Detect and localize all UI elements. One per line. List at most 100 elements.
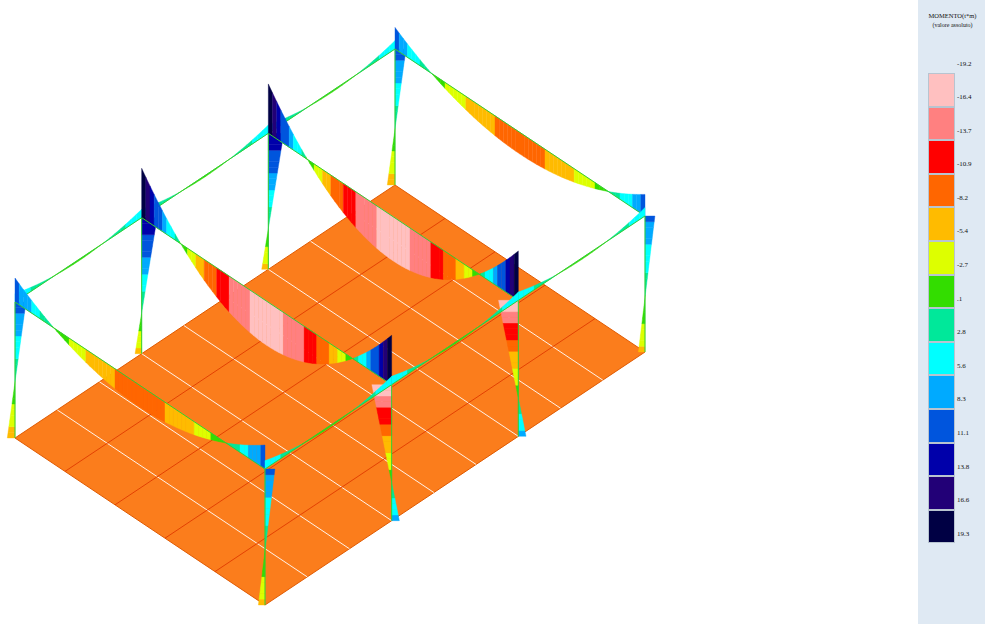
moment-strip (645, 222, 654, 228)
moment-strip (111, 366, 115, 389)
moment-strip (392, 498, 396, 504)
moment-strip (142, 246, 153, 252)
moment-strip (339, 181, 343, 213)
moment-strip (264, 247, 268, 253)
moment-strip (265, 520, 269, 526)
moment-strip (392, 509, 399, 515)
moment-strip (395, 55, 405, 61)
moment-strip (508, 124, 512, 148)
legend-swatch (928, 107, 955, 141)
moment-strip (15, 325, 23, 331)
legend-swatch (928, 375, 955, 409)
moment-strip (383, 339, 387, 382)
moment-strip (265, 486, 273, 492)
moment-strip (268, 179, 276, 185)
moment-strip (154, 194, 158, 228)
column-moment (638, 216, 655, 352)
mesh-line (226, 297, 476, 464)
legend-swatch (928, 275, 955, 309)
moment-strip (261, 577, 265, 583)
moment-strip (313, 332, 317, 364)
moment-strip (121, 224, 126, 232)
moment-strip (275, 307, 279, 353)
member-axis (265, 469, 266, 605)
member-axis (518, 216, 645, 300)
mesh-line (184, 326, 434, 493)
moment-strip (11, 404, 15, 410)
moment-strip (549, 152, 553, 173)
moment-strip (260, 588, 265, 594)
transverse-beam-moment (395, 27, 645, 216)
moment-strip (144, 388, 148, 412)
moment-strip (395, 72, 403, 78)
scale-value: -19.2 (957, 60, 983, 68)
moment-strip (448, 253, 452, 280)
moment-strip (418, 234, 422, 276)
moment-strip (289, 126, 293, 150)
moment-strip (217, 268, 221, 302)
moment-strip (493, 266, 497, 287)
moment-strip (381, 430, 392, 436)
moment-strip (511, 363, 518, 369)
moment-strip (161, 399, 165, 422)
longitudinal-beam-moment (15, 209, 142, 302)
mesh-line (115, 252, 495, 505)
moment-strip (645, 250, 651, 256)
moment-strip (423, 236, 427, 276)
moment-strip (371, 391, 376, 399)
moment-strip (268, 145, 282, 151)
moment-strip (262, 264, 269, 270)
moment-strip (427, 239, 431, 278)
moment-strip (360, 195, 364, 237)
moment-strip (395, 94, 400, 100)
moment-strip (221, 271, 225, 308)
moment-strip (499, 119, 503, 143)
slab-mesh (57, 213, 603, 577)
moment-strip (103, 360, 107, 381)
moment-strip (388, 174, 395, 180)
moment-strip (10, 410, 15, 416)
moment-strip (325, 340, 329, 364)
moment-strip (268, 156, 280, 162)
moment-strip (368, 200, 372, 244)
mesh-line (142, 354, 392, 521)
moment-strip (380, 424, 392, 430)
moment-strip (395, 89, 401, 95)
moment-strip (502, 317, 518, 323)
moment-strip (142, 269, 149, 275)
moment-strip (257, 445, 261, 466)
moment-strip (497, 307, 502, 315)
moment-strip (128, 377, 132, 401)
moment-strip (260, 582, 265, 588)
moment-strip (512, 127, 516, 151)
moment-strip (390, 162, 395, 168)
moment-strip (645, 227, 654, 233)
moment-strip (335, 178, 339, 207)
moment-strip (158, 203, 162, 232)
moment-strip (382, 436, 391, 442)
column-moment (387, 49, 406, 185)
moment-strip (456, 259, 460, 280)
moment-strip (19, 284, 23, 308)
moment-strip (410, 228, 414, 272)
longitudinal-beam-moment (265, 376, 392, 469)
moment-strip (107, 363, 111, 385)
moment-strip (645, 256, 650, 262)
moment-strip (385, 211, 389, 258)
moment-strip (268, 167, 278, 173)
moment-strip (98, 358, 102, 378)
moment-strip (504, 329, 518, 335)
moment-strip (435, 245, 439, 279)
moment-strip (142, 274, 148, 280)
member-axis (268, 133, 518, 300)
moment-strip (225, 273, 229, 312)
moment-strip (263, 298, 267, 345)
transverse-beam-moment (268, 84, 518, 300)
scale-value: 2.8 (957, 328, 983, 336)
moment-strip (327, 172, 331, 196)
moment-strip (254, 293, 258, 340)
moment-strip (304, 326, 308, 363)
moment-strip (329, 343, 333, 364)
moment-strip (406, 225, 410, 270)
moment-strip (491, 113, 495, 136)
